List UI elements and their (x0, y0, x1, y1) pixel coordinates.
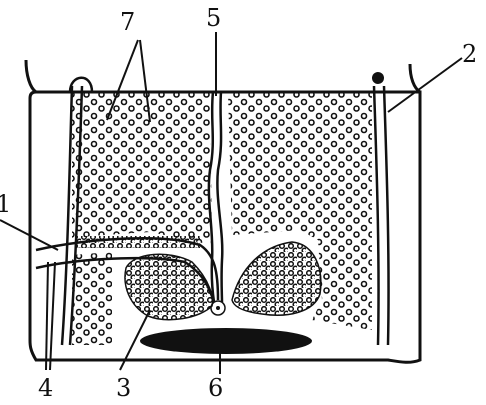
leader-4a (46, 262, 48, 370)
label-5: 5 (206, 4, 221, 32)
top-lobe-left (26, 60, 36, 92)
right-nerve-cord-b (384, 86, 389, 345)
top-lobe-right (410, 64, 420, 92)
left-nerve-cord-a (62, 86, 72, 345)
ventral-ellipse (140, 328, 312, 354)
right-cord-knob (372, 72, 384, 84)
leader-2 (388, 58, 462, 112)
cells-lower-left (70, 250, 115, 350)
label-2: 2 (462, 40, 477, 68)
central-canal-inner (217, 92, 222, 302)
cells-upper-left (70, 92, 215, 252)
label-6: 6 (208, 374, 223, 401)
label-1: 1 (0, 190, 11, 218)
label-4: 4 (38, 374, 53, 401)
central-pore-dot (216, 306, 220, 310)
horizontal-band-cells (75, 236, 200, 248)
right-nerve-cord-a (374, 86, 379, 345)
label-7: 7 (120, 8, 135, 36)
label-3: 3 (116, 374, 131, 401)
leader-4b (50, 262, 55, 370)
